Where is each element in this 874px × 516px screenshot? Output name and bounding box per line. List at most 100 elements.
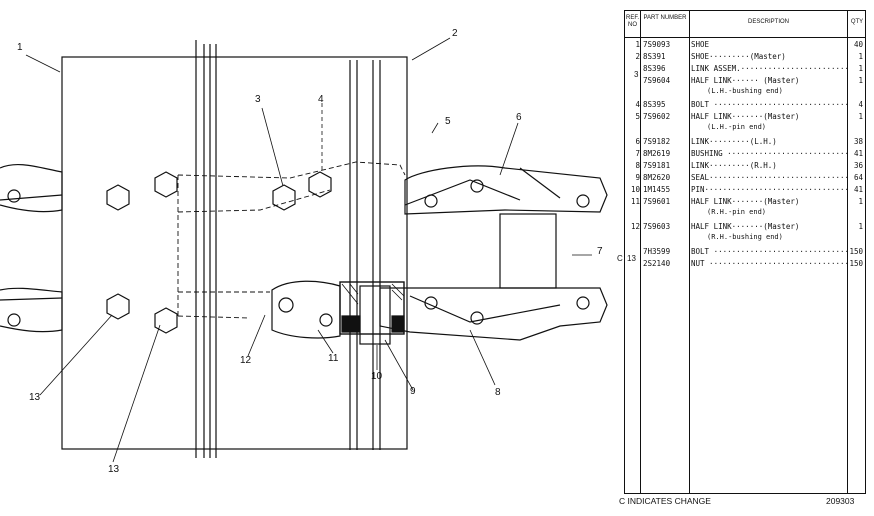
row-description: HALF LINK·······(Master)	[691, 222, 800, 231]
row-qty: 38	[853, 137, 863, 146]
row-part-number: 7S9182	[643, 137, 671, 146]
row-ref: 6	[635, 137, 640, 146]
column-divider	[640, 11, 641, 493]
table-row: 8 7S9181 LINK·········(R.H.) 36	[625, 160, 865, 171]
column-divider	[847, 11, 848, 493]
right-chain-links-bottom	[379, 287, 608, 341]
callout-9: 9	[410, 386, 416, 397]
hidden-link-outlines	[177, 161, 406, 319]
callout-11: 11	[328, 353, 339, 364]
row-qty: 36	[853, 161, 863, 170]
header-description: DESCRIPTION	[747, 19, 789, 25]
row-part-number: 7S9603	[643, 222, 671, 231]
ref-3-label: 3	[634, 70, 639, 79]
row-qty: 41	[853, 185, 863, 194]
callout-8: 8	[495, 387, 501, 398]
pin-seal-section	[271, 280, 405, 345]
table-row: 7 8M2619 BUSHING ·······················…	[625, 148, 865, 159]
row-description: LINK·········(R.H.)	[691, 161, 777, 170]
callout-6: 6	[516, 112, 522, 123]
callout-4: 4	[318, 94, 324, 105]
callout-5: 5	[445, 116, 451, 127]
table-row: 7S9604 HALF LINK······ (Master) 1	[625, 75, 865, 86]
table-row: 12 7S9603 HALF LINK·······(Master) 1	[625, 221, 865, 232]
row-subnote: (R.H.-bushing end)	[625, 232, 865, 242]
row-part-number: 7S9601	[643, 197, 671, 206]
row-subnote: (L.H.-pin end)	[625, 122, 865, 132]
column-divider	[689, 11, 690, 493]
callout-2: 2	[452, 28, 458, 39]
row-description: SEAL··································	[691, 173, 849, 182]
bushing	[499, 213, 557, 289]
row-ref: 12	[630, 222, 640, 231]
header-part-number: PART NUMBER	[643, 15, 687, 21]
row-part-number: 8S395	[643, 100, 666, 109]
table-row: 8S396 LINK ASSEM.·······················…	[625, 63, 865, 74]
row-part-number: 7H3599	[643, 247, 671, 256]
row-qty: 4	[858, 100, 863, 109]
right-chain-links-top	[404, 165, 608, 215]
row-ref: 1	[635, 40, 640, 49]
callout-12: 12	[240, 355, 252, 366]
left-chain-links-bottom	[0, 287, 63, 333]
row-qty: 1	[858, 112, 863, 121]
callout-10: 10	[371, 371, 383, 382]
subnote-text: (R.H.-bushing end)	[707, 233, 783, 241]
row-description: BOLT ·································	[691, 247, 849, 256]
row-ref: 9	[635, 173, 640, 182]
track-shoe	[61, 40, 408, 458]
row-part-number: 2S2140	[643, 259, 671, 268]
row-part-number: 7S9604	[643, 76, 671, 85]
leader-lines	[25, 37, 592, 463]
left-chain-links-top	[0, 163, 63, 213]
table-row: 1 7S9093 SHOE 40	[625, 39, 865, 50]
row-qty: 1	[858, 197, 863, 206]
subnote-text: (L.H.-bushing end)	[707, 87, 783, 95]
callout-13a: 13	[29, 392, 41, 403]
row-description: SHOE	[691, 40, 710, 49]
row-description: LINK ASSEM.···························	[691, 64, 849, 73]
row-description: NUT ··································	[691, 259, 849, 268]
table-row: 2S2140 NUT ·····························…	[625, 258, 865, 269]
row-part-number: 8S391	[643, 52, 666, 61]
row-ref: 10	[630, 185, 640, 194]
row-qty: 1	[858, 64, 863, 73]
callout-7: 7	[597, 246, 603, 257]
row-qty: 1	[858, 222, 863, 231]
change-marker: C	[617, 254, 623, 263]
row-part-number: 8M2619	[643, 149, 671, 158]
change-legend: C INDICATES CHANGE	[619, 496, 711, 506]
row-part-number: 7S9181	[643, 161, 671, 170]
table-row: 5 7S9602 HALF LINK·······(Master) 1	[625, 111, 865, 122]
row-part-number: 7S9093	[643, 40, 671, 49]
row-description: BUSHING ····························	[691, 149, 849, 158]
row-qty: 1	[858, 76, 863, 85]
row-description: HALF LINK······ (Master)	[691, 76, 800, 85]
row-qty: 1	[858, 52, 863, 61]
row-qty: 150	[849, 259, 863, 268]
callout-13b: 13	[108, 464, 120, 475]
table-row: 4 8S395 BOLT ···························…	[625, 99, 865, 110]
row-ref: 2	[635, 52, 640, 61]
row-ref: 5	[635, 112, 640, 121]
row-ref: 11	[630, 197, 640, 206]
track-assembly-drawing	[0, 37, 608, 463]
callout-3: 3	[255, 94, 261, 105]
row-part-number: 8M2620	[643, 173, 671, 182]
parts-list-table: REF. NO PART NUMBER DESCRIPTION QTY 1 7S…	[617, 10, 866, 494]
row-part-number: 1M1455	[643, 185, 671, 194]
row-qty: 64	[853, 173, 863, 182]
row-description: HALF LINK·······(Master)	[691, 197, 800, 206]
table-row: 2 8S391 SHOE·········(Master) 1	[625, 51, 865, 62]
row-description: SHOE·········(Master)	[691, 52, 786, 61]
row-description: BOLT ·······························	[691, 100, 849, 109]
ref-13-label: 13	[627, 254, 636, 263]
row-qty: 41	[853, 149, 863, 158]
table-row: 6 7S9182 LINK·········(L.H.) 38	[625, 136, 865, 147]
table-row: 11 7S9601 HALF LINK·······(Master) 1	[625, 196, 865, 207]
callout-1: 1	[17, 42, 23, 53]
document-code: 209303	[826, 496, 855, 506]
row-description: LINK·········(L.H.)	[691, 137, 777, 146]
row-description: PIN···································	[691, 185, 849, 194]
row-ref: 8	[635, 161, 640, 170]
